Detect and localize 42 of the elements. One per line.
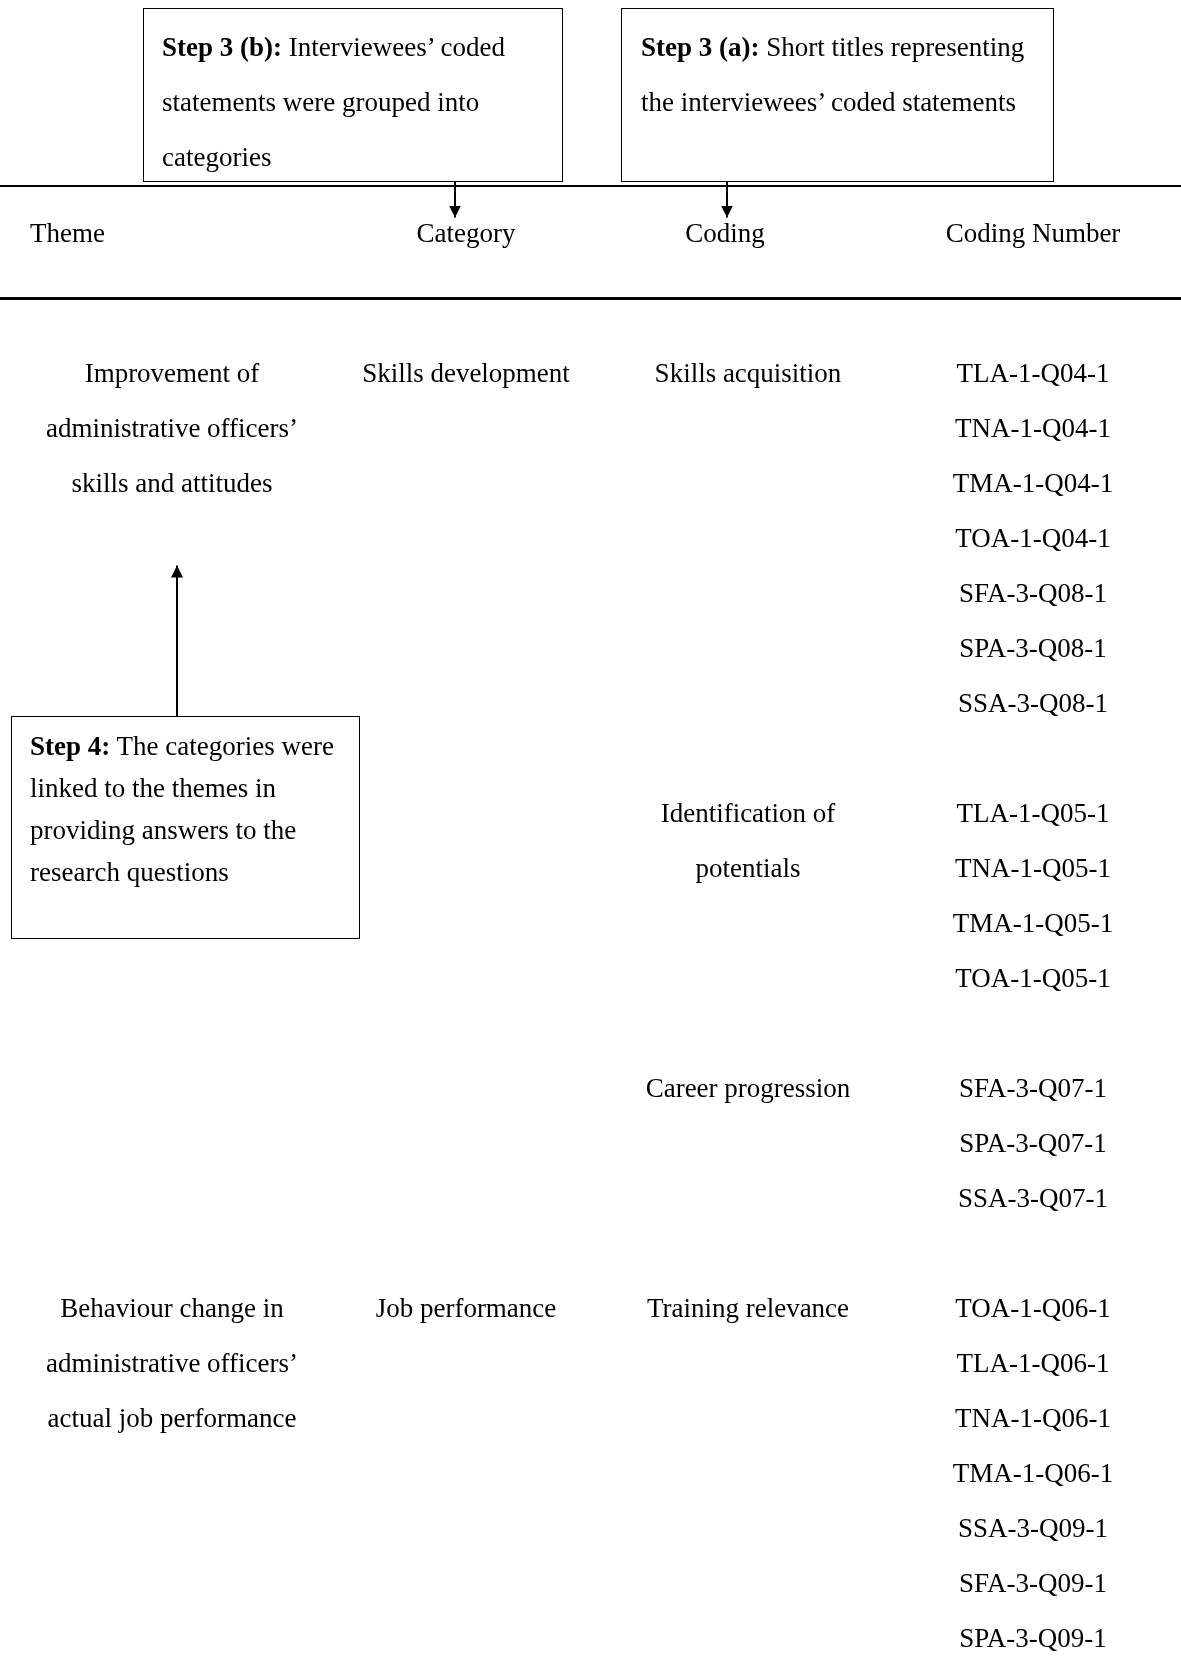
callout-box	[11, 716, 360, 939]
coding-number: TLA-1-Q05-1	[955, 796, 1111, 830]
coding-number: TOA-1-Q05-1	[954, 961, 1112, 995]
column-header: Coding Number	[944, 217, 1122, 249]
coding-number: TNA-1-Q04-1	[954, 411, 1112, 445]
arrow	[449, 181, 461, 219]
coding-number: TMA-1-Q06-1	[951, 1456, 1115, 1490]
coding-number: TOA-1-Q04-1	[954, 521, 1112, 555]
coding-number: SSA-3-Q08-1	[957, 686, 1109, 720]
coding-number: TMA-1-Q04-1	[951, 466, 1115, 500]
callout-text: Step 3 (b): Interviewees’ coded statements were grouped into categories	[162, 31, 506, 174]
coding-number: TMA-1-Q05-1	[951, 906, 1115, 940]
coding-number: TNA-1-Q06-1	[954, 1401, 1112, 1435]
arrow	[721, 181, 733, 219]
coding-number: TOA-1-Q06-1	[954, 1291, 1112, 1325]
coding-text: Identification of potentials	[659, 796, 837, 885]
coding-number: TNA-1-Q05-1	[954, 851, 1112, 885]
column-header: Category	[386, 217, 546, 249]
arrow	[171, 564, 183, 717]
coding-text: Career progression	[644, 1071, 852, 1105]
coding-number: SFA-3-Q09-1	[958, 1566, 1108, 1600]
coding-number: SSA-3-Q09-1	[957, 1511, 1109, 1545]
column-header: Coding	[645, 217, 805, 249]
theme-text: Improvement of administrative officers’ skills and attitudes	[30, 345, 314, 511]
category-text: Job performance	[374, 1291, 558, 1325]
callout-text: Step 3 (a): Short titles representing the interviewees’ coded statements	[641, 31, 1026, 119]
coding-number: SFA-3-Q07-1	[958, 1071, 1108, 1105]
coding-text: Skills acquisition	[653, 356, 843, 390]
theme-text: Behaviour change in administrative officers’ actual job performance	[44, 1291, 300, 1435]
coding-number: SPA-3-Q09-1	[958, 1621, 1108, 1655]
coding-number: SSA-3-Q07-1	[957, 1181, 1109, 1215]
coding-number: SPA-3-Q08-1	[958, 631, 1108, 665]
coding-number: TLA-1-Q04-1	[955, 356, 1111, 390]
coding-number: SPA-3-Q07-1	[958, 1126, 1108, 1160]
callout-box	[621, 8, 1054, 182]
coding-number: SFA-3-Q08-1	[958, 576, 1108, 610]
coding-number: TLA-1-Q06-1	[955, 1346, 1111, 1380]
category-text: Skills development	[361, 356, 571, 390]
callout-text: Step 4: The categories were linked to the themes in providing answers to the research questions	[30, 730, 335, 889]
callout-box	[143, 8, 563, 182]
column-header: Theme	[30, 217, 106, 249]
coding-text: Training relevance	[645, 1291, 851, 1325]
